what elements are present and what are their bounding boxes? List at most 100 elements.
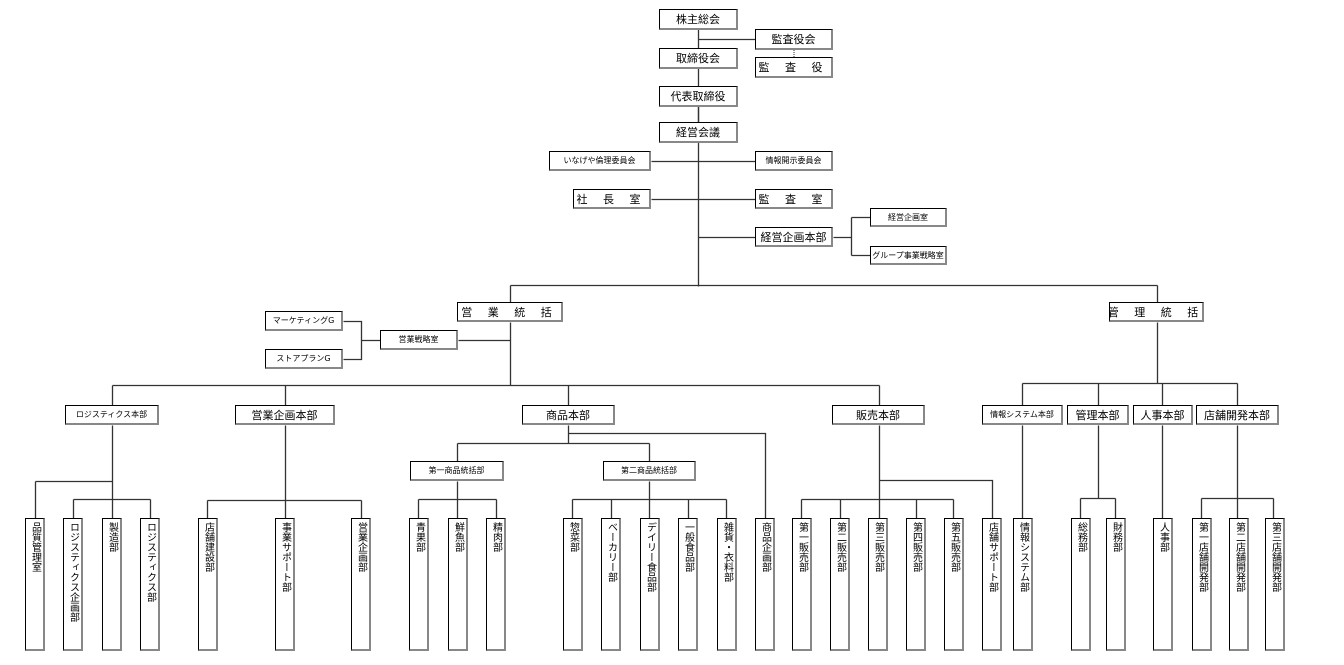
org-unit-label: 代表取締役	[670, 90, 726, 103]
org-unit-label: 第三販売部	[872, 522, 884, 572]
org-unit-l-sales-4: 第四販売部	[906, 518, 926, 651]
org-unit-label: 第一販売部	[796, 522, 808, 572]
org-unit-l-sundries: 雑貨・衣料部	[717, 518, 737, 651]
org-unit-label: 第一店舗開発部	[1196, 522, 1208, 592]
org-unit-l-general-affairs: 総務部	[1071, 518, 1091, 651]
org-unit-label: ロジスティクス部	[144, 522, 156, 602]
org-unit-l-finance: 財務部	[1106, 518, 1126, 651]
org-unit-label: 事業サポート部	[279, 522, 291, 592]
org-unit-sales-hq: 販売本部	[832, 405, 925, 425]
org-unit-disclosure-committee: 情報開示委員会	[755, 151, 833, 171]
org-unit-label: ストアプランG	[276, 354, 331, 363]
org-unit-label: 監 査 役	[758, 61, 829, 74]
org-unit-label: 第一商品統括部	[428, 466, 485, 475]
org-unit-l-sales-5: 第五販売部	[944, 518, 964, 651]
org-unit-label: 経営企画室	[888, 212, 928, 222]
org-unit-l-hr: 人事部	[1153, 518, 1173, 651]
org-unit-group-strategy-office: グループ事業戦略室	[870, 246, 947, 265]
org-unit-merch-div-2: 第二商品統括部	[603, 461, 696, 481]
connector-line	[343, 320, 363, 361]
org-unit-label: 店舗サポート部	[986, 522, 998, 592]
org-unit-l-merch-planning: 商品企画部	[755, 518, 775, 651]
org-unit-label: マーケティングG	[272, 316, 335, 325]
org-unit-l-sales-2: 第二販売部	[830, 518, 850, 651]
org-unit-merch-hq: 商品本部	[522, 405, 615, 425]
org-unit-l-store-dev-2: 第二店舗開発部	[1229, 518, 1249, 651]
org-unit-label: 営業企画部	[355, 522, 367, 572]
org-unit-label: 店舗建設部	[202, 522, 214, 572]
org-unit-l-store-construction: 店舗建設部	[198, 518, 218, 651]
org-unit-label: 第二商品統括部	[621, 466, 677, 475]
org-unit-sales-general: 営 業 統 括	[457, 302, 563, 322]
org-unit-corp-planning-hq: 経営企画本部	[755, 227, 833, 247]
org-unit-label: 商品企画部	[759, 522, 771, 572]
org-unit-label: 品質管理室	[29, 522, 41, 572]
org-unit-audit-office: 監 査 室	[755, 189, 833, 209]
org-unit-label: 第五販売部	[948, 522, 960, 572]
org-unit-president-office: 社 長 室	[573, 189, 651, 209]
org-unit-label: 精肉部	[490, 522, 502, 552]
connector-line	[879, 479, 994, 519]
org-unit-sales-planning-hq: 営業企画本部	[235, 405, 335, 425]
org-unit-label: 人事本部	[1140, 408, 1185, 422]
org-unit-label: 営 業 統 括	[461, 305, 558, 319]
org-unit-l-bakery: ベーカリー部	[601, 518, 621, 651]
org-unit-l-sales-1: 第一販売部	[792, 518, 812, 651]
org-unit-l-produce: 青果部	[409, 518, 429, 651]
org-unit-label: デイリー食品部	[644, 522, 656, 592]
org-unit-label: 監査役会	[771, 33, 816, 46]
org-unit-ethics-committee: いなげや倫理委員会	[549, 151, 651, 171]
org-unit-auditors: 監 査 役	[755, 57, 833, 78]
org-unit-l-store-support: 店舗サポート部	[982, 518, 1002, 651]
org-unit-label: 情報開示委員会	[765, 156, 822, 165]
org-unit-audit-board: 監査役会	[755, 29, 833, 50]
org-unit-label: 株主総会	[676, 13, 720, 26]
org-unit-label: ベーカリー部	[605, 522, 617, 582]
org-unit-label: 人事部	[1157, 522, 1169, 552]
org-unit-label: 営業企画本部	[251, 408, 318, 422]
org-unit-l-general-food: 一般食品部	[678, 518, 698, 651]
org-unit-l-deli: 惣菜部	[563, 518, 583, 651]
org-unit-logistics-hq: ロジスティクス本部	[65, 405, 159, 425]
org-unit-corp-planning-office: 経営企画室	[870, 208, 947, 227]
org-unit-l-store-dev-1: 第一店舗開発部	[1192, 518, 1212, 651]
org-unit-label: 取締役会	[676, 52, 720, 65]
org-unit-label: 第二店舗開発部	[1233, 522, 1245, 592]
org-unit-merch-div-1: 第一商品統括部	[410, 461, 504, 481]
org-unit-label: ロジスティクス本部	[75, 410, 148, 419]
org-unit-l-log-planning: ロジスティクス企画部	[63, 518, 83, 651]
org-unit-l-sales-3: 第三販売部	[868, 518, 888, 651]
org-unit-l-logistics: ロジスティクス部	[140, 518, 160, 651]
org-unit-marketing-g: マーケティングG	[265, 311, 343, 331]
org-unit-l-daily: デイリー食品部	[640, 518, 660, 651]
org-unit-store-dev-hq: 店舗開発本部	[1196, 405, 1279, 425]
org-unit-label: 第二販売部	[834, 522, 846, 572]
org-unit-sales-strategy: 営業戦略室	[380, 330, 458, 350]
org-unit-label: 管 理 統 括	[1109, 305, 1204, 319]
org-unit-label: 社 長 室	[576, 192, 647, 206]
org-unit-label: グループ事業戦略室	[872, 250, 944, 260]
org-unit-admin-hq: 管理本部	[1067, 405, 1129, 425]
org-unit-label: 一般食品部	[682, 522, 694, 572]
org-unit-label: ロジスティクス企画部	[67, 522, 79, 622]
org-unit-label: 販売本部	[856, 408, 900, 422]
org-unit-l-biz-support: 事業サポート部	[275, 518, 295, 651]
org-unit-label: 店舗開発本部	[1204, 408, 1270, 422]
org-unit-shareholders: 株主総会	[659, 9, 738, 30]
org-unit-label: 経営企画本部	[760, 230, 827, 244]
org-unit-l-info-systems: 情報システム部	[1013, 518, 1033, 651]
org-unit-rep-director: 代表取締役	[659, 86, 738, 107]
org-unit-label: 第三店舗開発部	[1269, 522, 1281, 592]
org-unit-l-manufacturing: 製造部	[102, 518, 122, 651]
org-unit-is-hq: 情報システム本部	[982, 405, 1063, 425]
org-unit-storeplan-g: ストアプランG	[265, 349, 343, 369]
org-unit-mgmt-meeting: 経営会議	[659, 122, 738, 143]
org-unit-l-meat: 精肉部	[486, 518, 506, 651]
org-unit-l-sales-planning: 営業企画部	[351, 518, 371, 651]
org-unit-label: 情報システム部	[1017, 522, 1029, 592]
org-unit-label: 経営会議	[676, 126, 720, 139]
org-unit-label: 総務部	[1075, 522, 1087, 552]
org-unit-l-quality: 品質管理室	[25, 518, 45, 651]
org-unit-label: 監 査 室	[758, 192, 829, 206]
